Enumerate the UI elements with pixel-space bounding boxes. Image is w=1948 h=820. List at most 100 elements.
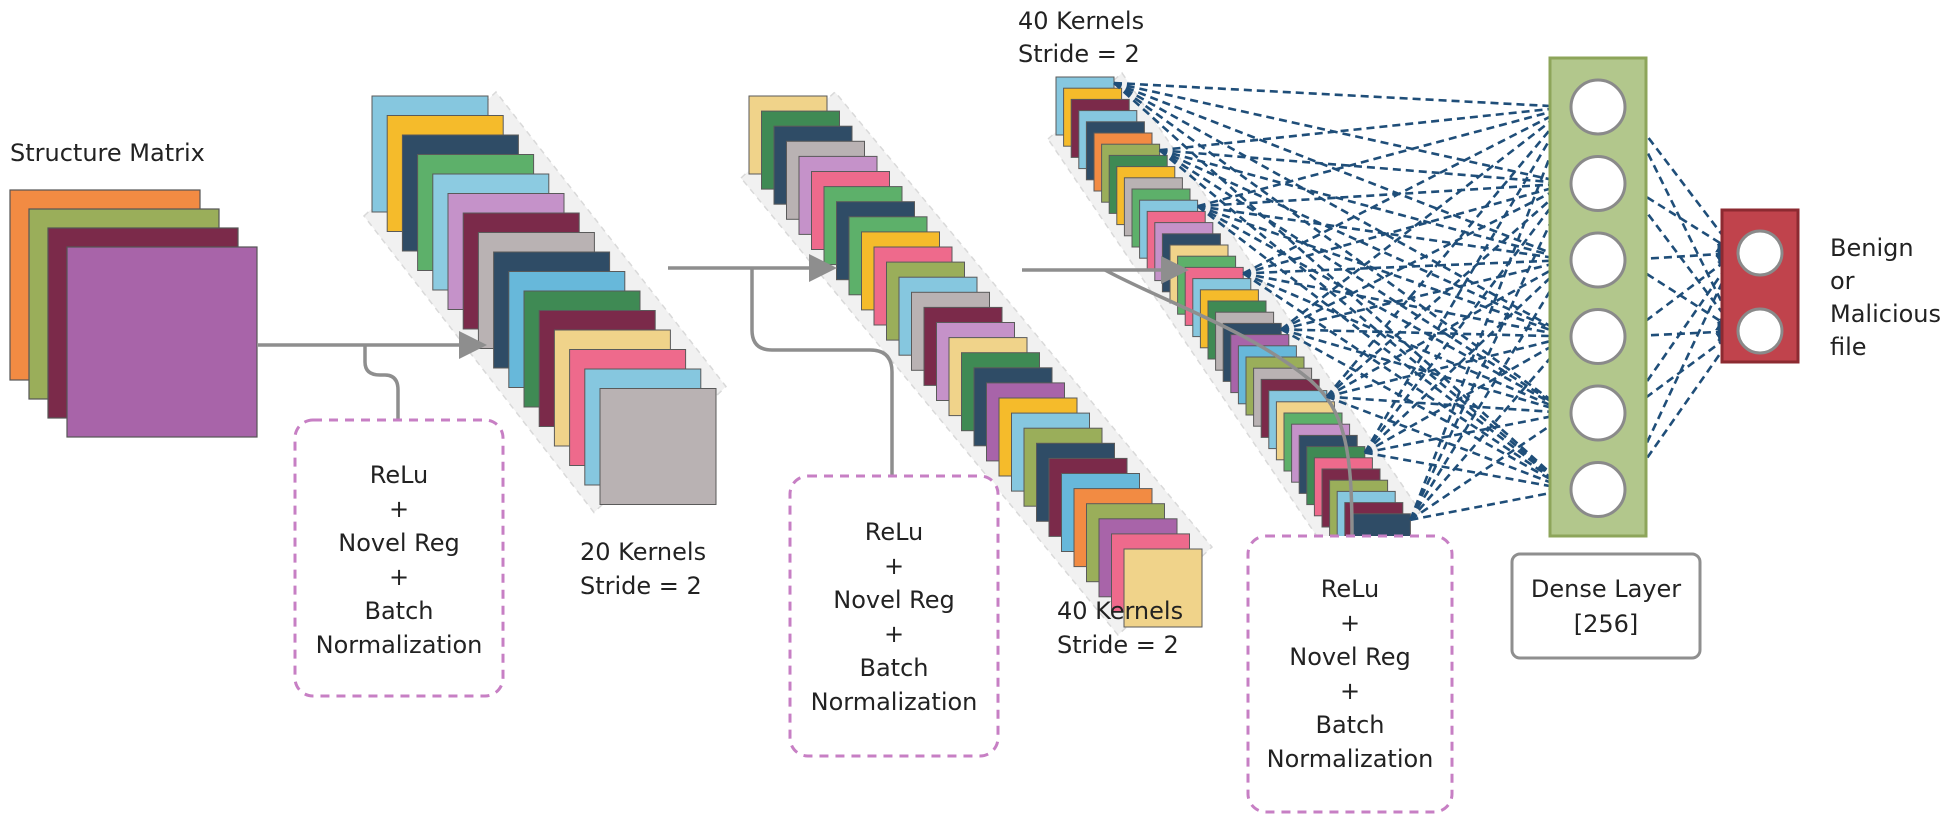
conv-to-dense-connection (1281, 325, 1572, 347)
conv-to-dense-connection (1280, 182, 1572, 331)
conv-to-dense-connection (1197, 174, 1572, 208)
conv-to-dense-connection (1242, 272, 1572, 416)
dense-neuron (1569, 155, 1627, 212)
conv-to-dense-connection (1242, 178, 1572, 275)
conv-to-dense-connection (1280, 254, 1572, 331)
activation-box-3 (1246, 534, 1454, 814)
output-label-line: Malicious (1830, 300, 1941, 328)
activation-line: + (389, 563, 409, 591)
output-neuron (1736, 229, 1784, 277)
conv-to-dense-connection (1326, 330, 1572, 398)
activation-line: Novel Reg (338, 529, 460, 557)
flow-branch-activation3 (1104, 268, 1354, 536)
output-neurons (1736, 229, 1784, 355)
activation-line: Novel Reg (1289, 643, 1411, 671)
conv-to-dense-connection (1243, 250, 1572, 275)
input-label: Structure Matrix (10, 139, 205, 167)
feature-map (1123, 548, 1203, 628)
activation-line: Batch (860, 654, 929, 682)
conv3-stride-label: Stride = 2 (1018, 40, 1140, 68)
conv-to-dense-connection (1197, 204, 1572, 268)
activation-line: Normalization (811, 688, 978, 716)
dense-layer-size: [256] (1574, 610, 1639, 638)
conv-to-dense-connection (1113, 81, 1572, 117)
activation-line: ReLu (865, 518, 924, 546)
conv-to-dense-connection (1326, 258, 1572, 398)
conv-to-dense-connection (1159, 98, 1572, 152)
conv2-stride-label: Stride = 2 (1057, 631, 1179, 659)
dense-to-output-connection (1624, 251, 1739, 338)
conv-to-dense-connection (1409, 181, 1571, 521)
activation-line: Novel Reg (833, 586, 955, 614)
conv-to-dense-connection (1409, 257, 1571, 521)
conv-to-dense-connection (1409, 411, 1572, 521)
activation-line: + (1340, 677, 1360, 705)
conv-to-dense-connection (1113, 82, 1571, 492)
conv-to-dense-connection (1280, 328, 1572, 491)
output-neuron (1736, 307, 1784, 355)
conv-to-dense-connection (1158, 149, 1572, 415)
conv1-kernels-label: 20 Kernels (580, 538, 706, 566)
conv3-kernels-label: 40 Kernels (1018, 7, 1144, 35)
conv-to-dense-connection (1113, 81, 1572, 264)
activation-line: + (1340, 609, 1360, 637)
conv1-stride-label: Stride = 2 (580, 572, 702, 600)
conv-to-dense-connection (1113, 81, 1572, 338)
conv-to-dense-connection (1363, 181, 1571, 454)
conv-to-dense-connection (1364, 335, 1572, 454)
conv1-feature-maps (362, 90, 728, 514)
flow-branch-activation1 (363, 345, 400, 420)
conv-to-dense-connection (1410, 482, 1572, 522)
dense-neuron (1569, 78, 1627, 136)
conv-to-dense-connection (1326, 395, 1572, 493)
activation-line: + (389, 495, 409, 523)
conv-to-dense-connection (1242, 272, 1572, 344)
activation-line: + (884, 552, 904, 580)
conv2-feature-maps (739, 90, 1214, 637)
dense-label-box (1510, 552, 1702, 660)
conv-to-dense-connection (1159, 148, 1572, 193)
activation-line: + (884, 620, 904, 648)
conv-to-dense-connection (1363, 258, 1571, 454)
conv-to-dense-connection (1280, 328, 1572, 418)
conv-to-dense-connection (1363, 104, 1571, 454)
output-label-line: or (1830, 267, 1855, 295)
activation-box-1 (293, 418, 505, 698)
dense-layer-title: Dense Layer (1531, 575, 1681, 603)
activation-line: Normalization (1267, 745, 1434, 773)
conv2-kernels-label: 40 Kernels (1057, 597, 1183, 625)
input-structure-matrix (9, 189, 258, 438)
dense-neuron (1569, 384, 1627, 442)
output-label-line: Benign (1830, 234, 1914, 262)
conv-to-dense-connection (1325, 181, 1571, 398)
dense-neuron (1569, 308, 1627, 365)
feature-map (599, 388, 717, 505)
dense-neurons (1569, 78, 1627, 518)
activation-line: Batch (1316, 711, 1385, 739)
conv-to-dense-connection (1364, 406, 1572, 454)
activation-line: ReLu (370, 461, 429, 489)
conv-to-dense-connection (1113, 81, 1572, 415)
conv-to-dense-connection (1196, 205, 1572, 415)
activation-line: Normalization (316, 631, 483, 659)
dense-to-output-connection (1624, 329, 1739, 415)
input-channel (66, 246, 258, 438)
conv-to-dense-connection (1159, 148, 1572, 266)
output-label-line: file (1830, 333, 1867, 361)
activation-line: ReLu (1321, 575, 1380, 603)
conv-to-dense-connection (1364, 451, 1572, 497)
conv-to-dense-connection (1409, 334, 1571, 521)
activation-box-2 (788, 474, 1000, 758)
flow-branch-activation2 (750, 268, 894, 475)
dense-neuron (1569, 231, 1627, 289)
activation-line: Batch (365, 597, 434, 625)
conv-to-dense-connection (1280, 105, 1572, 331)
conv-to-dense-connection (1409, 104, 1573, 521)
conv-to-dense-connection (1158, 149, 1572, 492)
conv-to-dense-connection (1159, 149, 1572, 339)
conv-to-dense-connection (1242, 105, 1572, 275)
dense-neuron (1569, 461, 1627, 518)
